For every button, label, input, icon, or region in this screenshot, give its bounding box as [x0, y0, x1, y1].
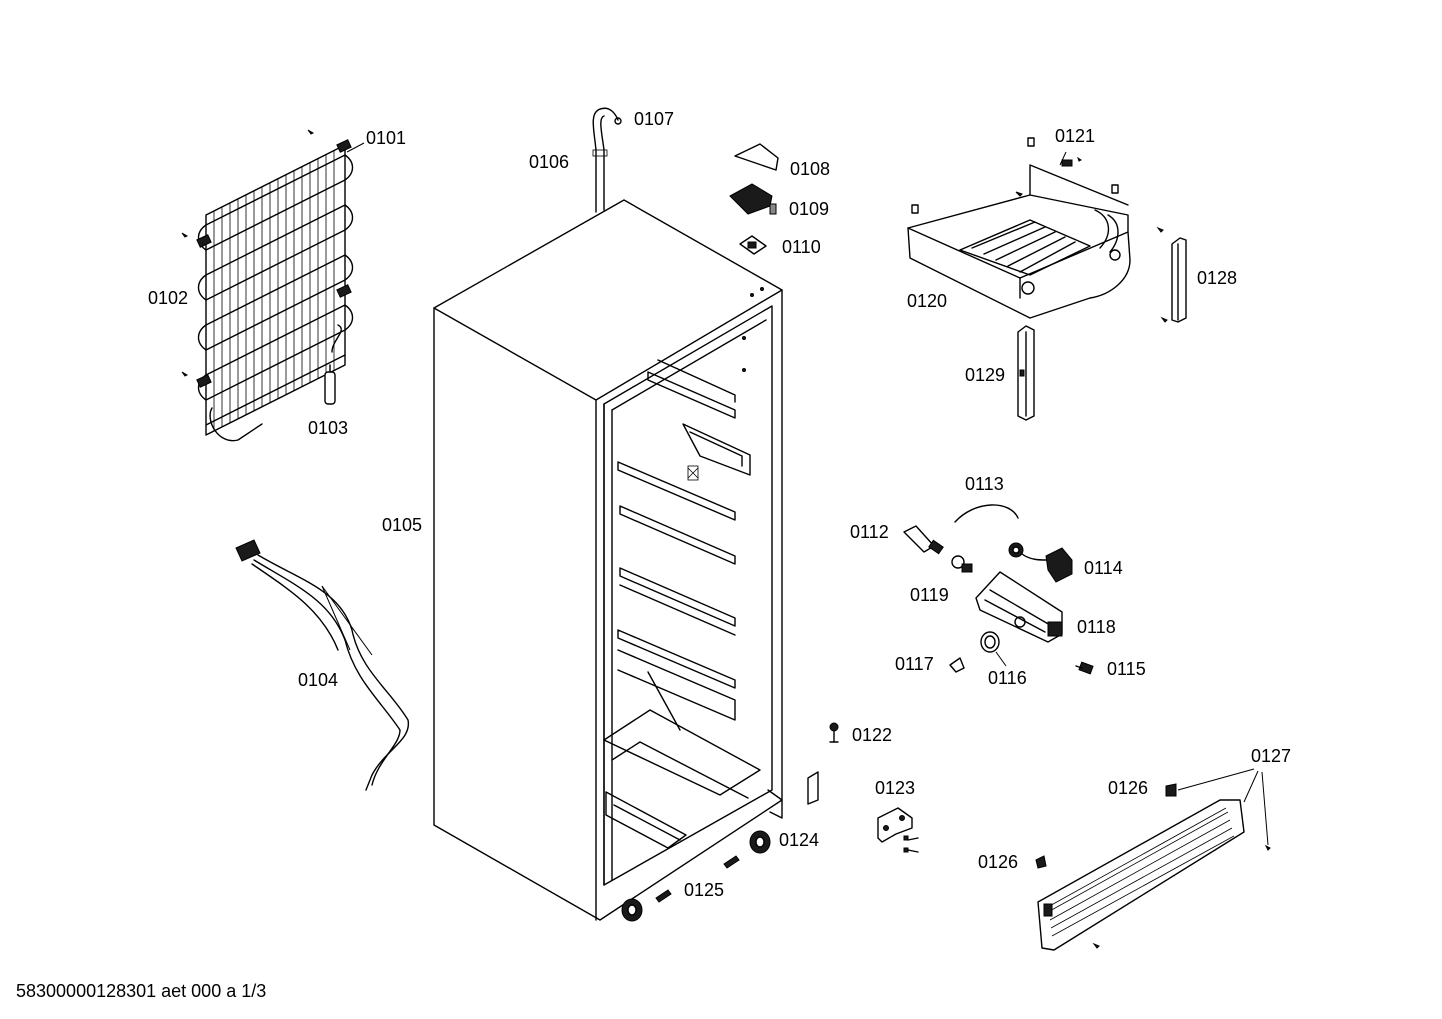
condenser-drawing: [181, 129, 354, 442]
callout-0126-upper: 0126: [1108, 778, 1149, 798]
callout-0127: 0127: [1251, 746, 1292, 766]
callout-0110: 0110: [782, 237, 821, 257]
callout-0118: 0118: [1077, 617, 1116, 637]
callout-0121: 0121: [1055, 126, 1096, 146]
thermostat-0114: [1008, 542, 1073, 583]
callout-0119: 0119: [910, 585, 949, 605]
cabinet-drawing: [433, 199, 783, 921]
bracket-0123: [877, 807, 919, 853]
clip-0126a: [1165, 783, 1177, 797]
callout-0108: 0108: [790, 159, 831, 179]
housing-0118: [975, 571, 1063, 643]
callout-0116: 0116: [988, 668, 1027, 688]
leader-lines: [321, 142, 1269, 846]
callout-0117: 0117: [895, 654, 934, 674]
fitting-0109: [729, 183, 777, 215]
foot-0125: [621, 855, 740, 922]
knob-0116: [980, 631, 1000, 653]
rail-0128: [1156, 226, 1187, 323]
cover-0108: [734, 143, 779, 171]
tube-drawing: [592, 107, 622, 213]
kickplate-0127: [1037, 799, 1271, 951]
rail-0129: [1017, 325, 1035, 421]
callout-0123: 0123: [875, 778, 916, 798]
bracket-cabinet: [807, 771, 819, 805]
callout-0126-lower: 0126: [978, 852, 1019, 872]
drawing-id: 58300000128301 aet 000 a 1/3: [16, 981, 267, 1001]
callout-0128: 0128: [1197, 268, 1238, 288]
callout-0115: 0115: [1107, 659, 1146, 679]
callout-0113: 0113: [965, 474, 1004, 494]
callout-0107: 0107: [634, 109, 675, 129]
callout-0124: 0124: [779, 830, 820, 850]
plate-0110: [739, 235, 767, 255]
callout-0102: 0102: [148, 288, 189, 308]
clip-0126b: [1035, 855, 1047, 869]
lamp-0112: [903, 525, 944, 555]
callout-0109: 0109: [789, 199, 830, 219]
callout-0104: 0104: [298, 670, 339, 690]
callout-0129: 0129: [965, 365, 1006, 385]
power-cord-drawing: [235, 539, 409, 791]
callout-0101: 0101: [366, 128, 407, 148]
callout-0114: 0114: [1084, 558, 1123, 578]
wire-0113: [954, 504, 1019, 523]
screw-0122: [829, 722, 839, 743]
callout-0125: 0125: [684, 880, 725, 900]
callout-0103: 0103: [308, 418, 349, 438]
callout-0122: 0122: [852, 725, 893, 745]
holder-0119: [951, 555, 973, 573]
callout-0105: 0105: [382, 515, 423, 535]
drier-drawing: [324, 364, 336, 405]
tray-drawing: [907, 137, 1131, 319]
callout-0120: 0120: [907, 291, 948, 311]
connector-0115: [1075, 661, 1094, 675]
foot-0124: [749, 830, 771, 854]
clip-0117: [949, 657, 965, 673]
callout-0106: 0106: [529, 152, 570, 172]
callout-0112: 0112: [850, 522, 889, 542]
